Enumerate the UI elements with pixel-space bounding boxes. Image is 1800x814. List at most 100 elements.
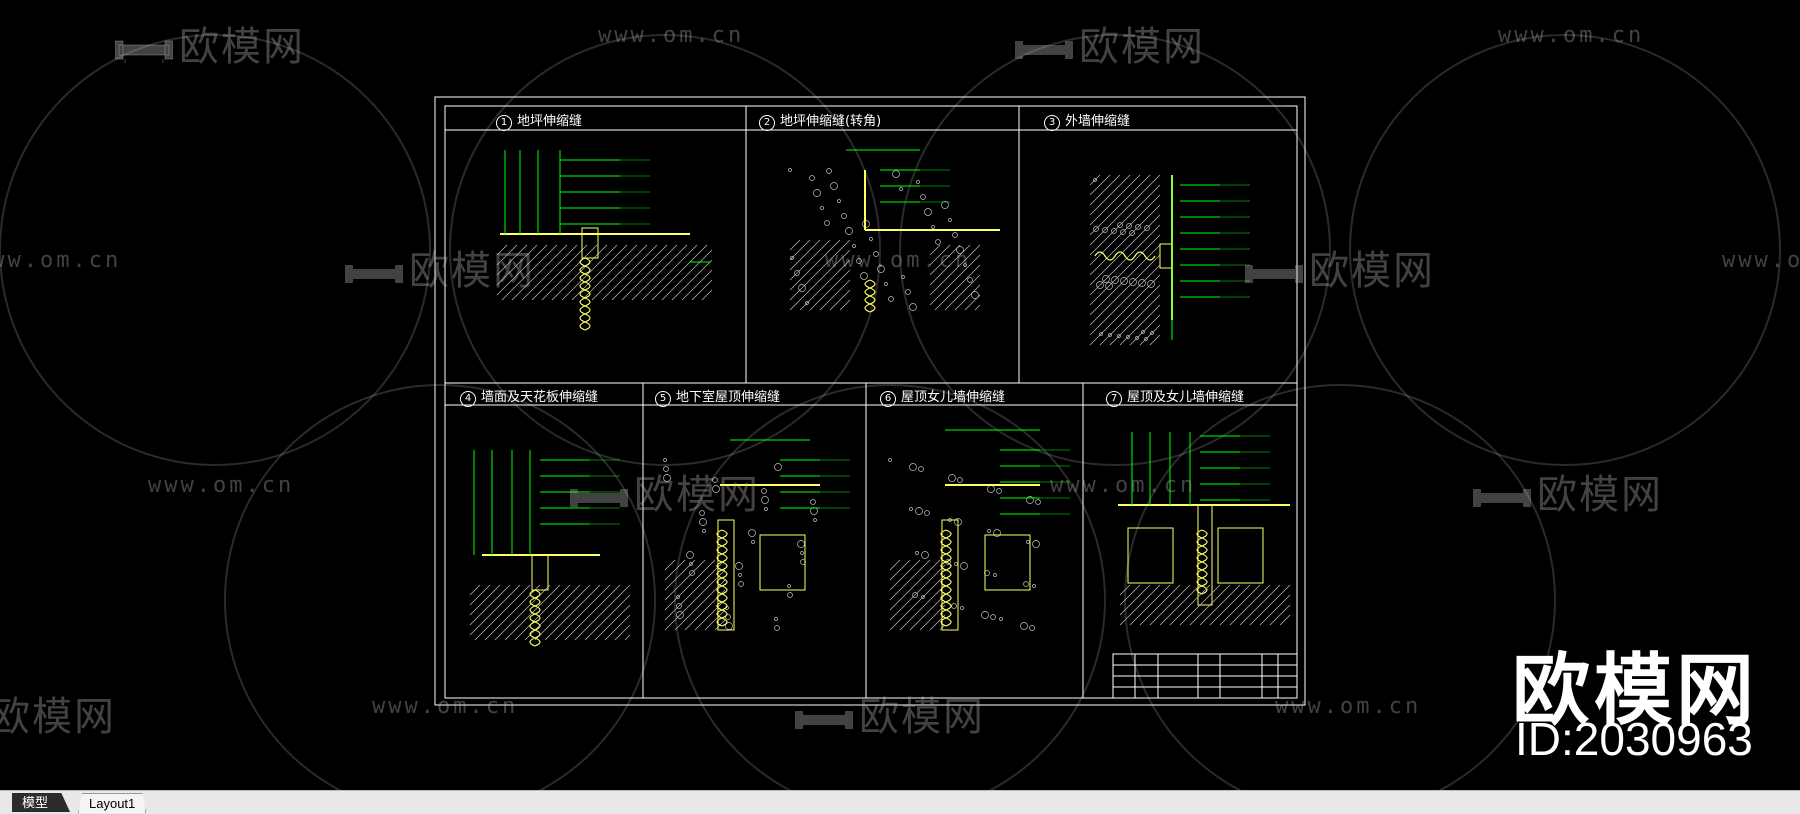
hatch-line [524, 584, 581, 641]
hatch-line [889, 559, 921, 591]
watermark-url: www.om.cn [372, 694, 519, 719]
aggregate-dot [1144, 337, 1148, 341]
aggregate-dot [948, 474, 956, 482]
hatch-line [469, 584, 501, 616]
hatch-line [789, 239, 841, 291]
hatch-line [789, 239, 851, 301]
aggregate-dot [987, 485, 995, 493]
aggregate-dot [837, 199, 841, 203]
watermark-circle [899, 34, 1331, 466]
hatch-line [521, 244, 578, 301]
aggregate-dot [748, 529, 756, 537]
hatch-line [1089, 244, 1161, 316]
aggregate-dot [909, 507, 913, 511]
hatch-line [1119, 584, 1161, 626]
joint-filler [1197, 504, 1213, 606]
aggregate-dot [1129, 278, 1137, 286]
bellows-profile [716, 529, 724, 627]
hatch-line [631, 244, 688, 301]
aggregate-dot [813, 189, 821, 197]
aggregate-dot [738, 581, 744, 587]
watermark-url: www.om.cn [0, 248, 122, 273]
aggregate-dot [918, 466, 924, 472]
hatch-line [704, 609, 726, 631]
aggregate-dot [1120, 277, 1128, 285]
hatch-line [484, 584, 541, 641]
aggregate-dot [954, 562, 958, 566]
watermark-logo: 欧模网 [795, 684, 985, 742]
bellows-profile [940, 529, 948, 627]
hatch-line [929, 244, 941, 256]
sofa-icon [115, 40, 173, 63]
bellows-profile [1196, 529, 1204, 595]
watermark-logo-text: 欧模网 [634, 472, 760, 518]
aggregate-dot [663, 458, 667, 462]
aggregate-dot [689, 562, 693, 566]
watermark-logo: 欧模网 [1473, 462, 1663, 520]
aggregate-dot [738, 573, 742, 577]
hatch-line [469, 584, 491, 606]
sheet-outer-frame [434, 96, 1306, 706]
hatch-line [469, 584, 511, 626]
hatch-line [1089, 174, 1151, 236]
aggregate-dot [1102, 227, 1108, 233]
hatch-line [809, 269, 851, 311]
aggregate-dot [960, 562, 968, 570]
aggregate-dot [810, 499, 816, 505]
hatch-line [1219, 584, 1261, 626]
watermark-logo: 欧模网 [1015, 14, 1205, 72]
aggregate-dot [788, 168, 792, 172]
aggregate-dot [1120, 229, 1126, 235]
hatch-line [551, 244, 608, 301]
hatch-line [661, 249, 713, 301]
watermark-logo-text: 欧模网 [409, 248, 535, 294]
wood-block [984, 534, 1031, 591]
aggregate-dot [1029, 625, 1035, 631]
hatch-line [564, 584, 621, 641]
aggregate-dot [702, 529, 706, 533]
aggregate-dot [888, 458, 892, 462]
hatch-line [1129, 584, 1171, 626]
aggregate-dot [774, 463, 782, 471]
aggregate-dot [856, 258, 862, 264]
wood-block [759, 534, 806, 591]
aggregate-dot [794, 270, 800, 276]
cad-drawing [0, 34, 1781, 790]
hatch-line [1189, 584, 1231, 626]
wood-block [1217, 527, 1264, 584]
watermark-circle [224, 384, 656, 790]
aggregate-dot [993, 529, 1001, 537]
hatch-line [469, 584, 481, 596]
aggregate-dot [725, 614, 731, 620]
hatch-line [1229, 584, 1271, 626]
sofa-icon [795, 711, 853, 729]
aggregate-dot [999, 617, 1003, 621]
hatch-line [909, 594, 946, 631]
aggregate-dot [993, 573, 997, 577]
aggregate-dot [1135, 224, 1141, 230]
watermark-logo-text: 欧模网 [0, 694, 116, 740]
bellows-profile [864, 279, 872, 313]
aggregate-dot [841, 213, 847, 219]
watermark-logo-text: 欧模网 [859, 694, 985, 740]
aggregate-dot [921, 595, 925, 599]
aggregate-dot [1141, 330, 1145, 334]
tab-model[interactable]: 模型 [12, 793, 71, 812]
model-space-canvas[interactable]: 欧模网 欧模网 欧模网 欧模网 欧模网 欧模网 欧模网 欧模网 www.om.c… [0, 0, 1800, 790]
hatch-line [544, 584, 601, 641]
aggregate-dot [967, 277, 973, 283]
aggregate-dot [873, 251, 879, 257]
tab-layout1[interactable]: Layout1 [78, 793, 147, 813]
hatch-line [1089, 174, 1161, 246]
aggregate-dot [1032, 584, 1036, 588]
hatch-line [1169, 584, 1211, 626]
hatch-line [974, 304, 981, 311]
joint-filler [1159, 243, 1173, 269]
hatch-line [1089, 264, 1161, 336]
aggregate-dot [1093, 226, 1099, 232]
aggregate-dot [761, 496, 769, 504]
